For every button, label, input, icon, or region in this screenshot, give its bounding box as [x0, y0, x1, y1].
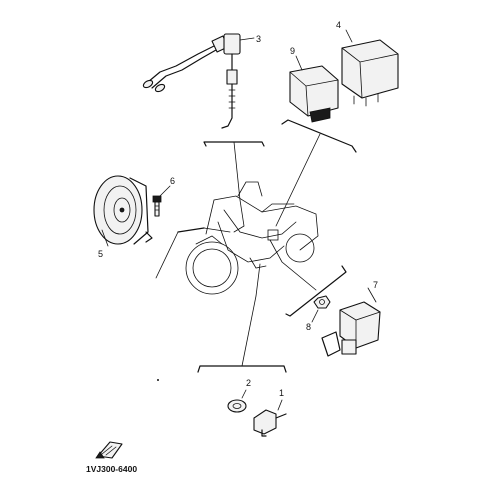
- part-4-label: 4: [336, 20, 341, 30]
- part-3-switch-assembly: [142, 33, 255, 129]
- part-4-relay: [341, 29, 399, 107]
- part-9-label: 9: [290, 46, 295, 56]
- part-6-label: 6: [170, 176, 175, 186]
- part-3-label: 3: [256, 34, 261, 44]
- part-7-label: 7: [373, 280, 378, 290]
- part-5-horn: [93, 175, 153, 247]
- part-labels: 3 4 9 6 5 7 8 2 1: [98, 20, 378, 398]
- part-7-unit: [321, 287, 381, 357]
- group-brackets: [177, 119, 357, 373]
- part-2-label: 2: [246, 378, 251, 388]
- part-8-label: 8: [306, 322, 311, 332]
- part-2-washer: [227, 389, 247, 413]
- part-6-bolt: [152, 185, 171, 217]
- motorcycle-silhouette: [185, 181, 319, 295]
- part-1-switch: [253, 399, 287, 437]
- stray-mark: [157, 379, 159, 381]
- part-5-label: 5: [98, 249, 103, 259]
- part-8-nut: [311, 295, 331, 323]
- diagram-code: 1VJ300-6400: [86, 464, 137, 474]
- part-1-label: 1: [279, 388, 284, 398]
- part-9-relay: [289, 55, 339, 123]
- leader-lines: [155, 133, 321, 367]
- front-direction-arrow-icon: [95, 441, 123, 459]
